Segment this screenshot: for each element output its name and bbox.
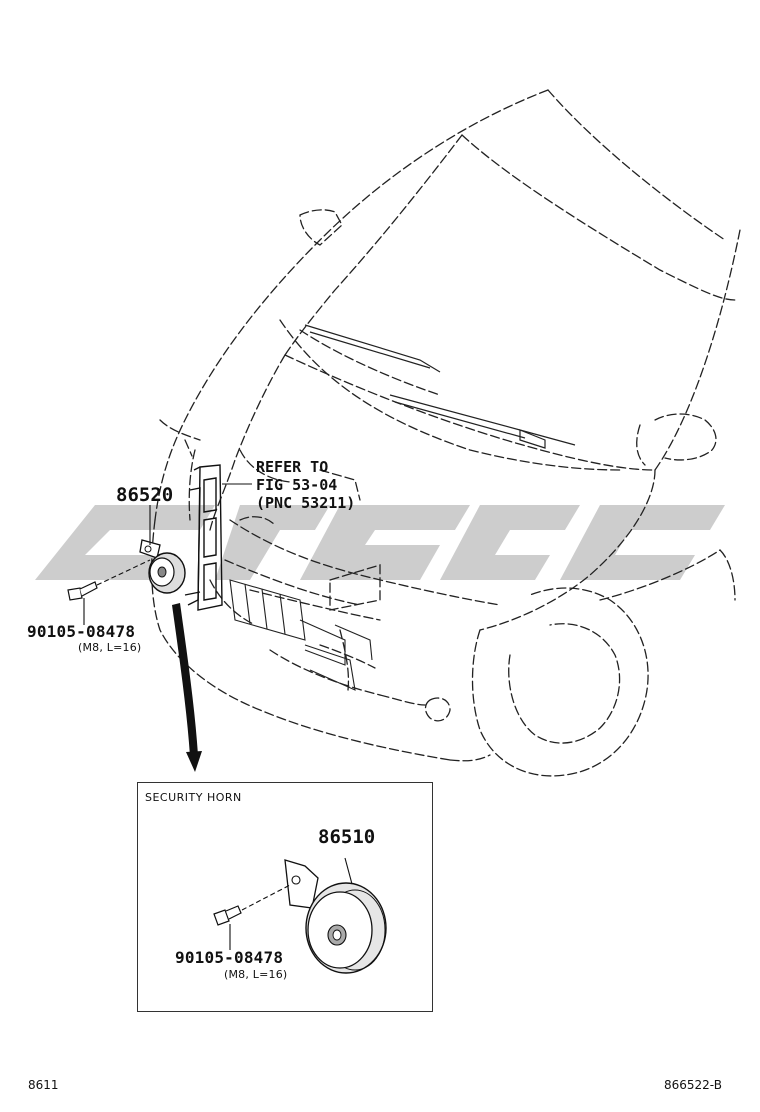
- horn-bolt-spec: (M8, L=16): [78, 641, 142, 654]
- horn-part-number: 86520: [116, 484, 174, 506]
- reference-line-1: REFER TO: [256, 458, 329, 476]
- security-horn-bolt-icon: [213, 905, 242, 926]
- front-grille: [229, 579, 373, 691]
- security-horn-part-number: 86510: [318, 826, 376, 848]
- security-horn-86510-icon: [284, 859, 387, 974]
- vehicle-outline: [151, 89, 741, 777]
- detail-pointer-arrow: [172, 603, 202, 772]
- wiper-blades: [304, 324, 576, 449]
- horn-86520-icon: [139, 539, 186, 594]
- footer-right-code: 866522-B: [664, 1078, 722, 1092]
- footer-left-code: 8611: [28, 1078, 59, 1092]
- security-horn-detail-box: [137, 782, 433, 1012]
- detail-title: SECURITY HORN: [145, 791, 242, 804]
- security-horn-bolt-part-number: 90105-08478: [175, 948, 284, 967]
- reference-line-3: (PNC 53211): [256, 494, 356, 512]
- horn-support-bracket: [184, 464, 223, 611]
- reference-line-2: FIG 53-04: [256, 476, 338, 494]
- security-horn-bolt-spec: (M8, L=16): [224, 968, 288, 981]
- horn-bolt-part-number: 90105-08478: [27, 622, 136, 641]
- horn-bolt-icon: [67, 581, 98, 601]
- leader-lines: [83, 483, 252, 625]
- detail-leader-lines: [229, 857, 353, 950]
